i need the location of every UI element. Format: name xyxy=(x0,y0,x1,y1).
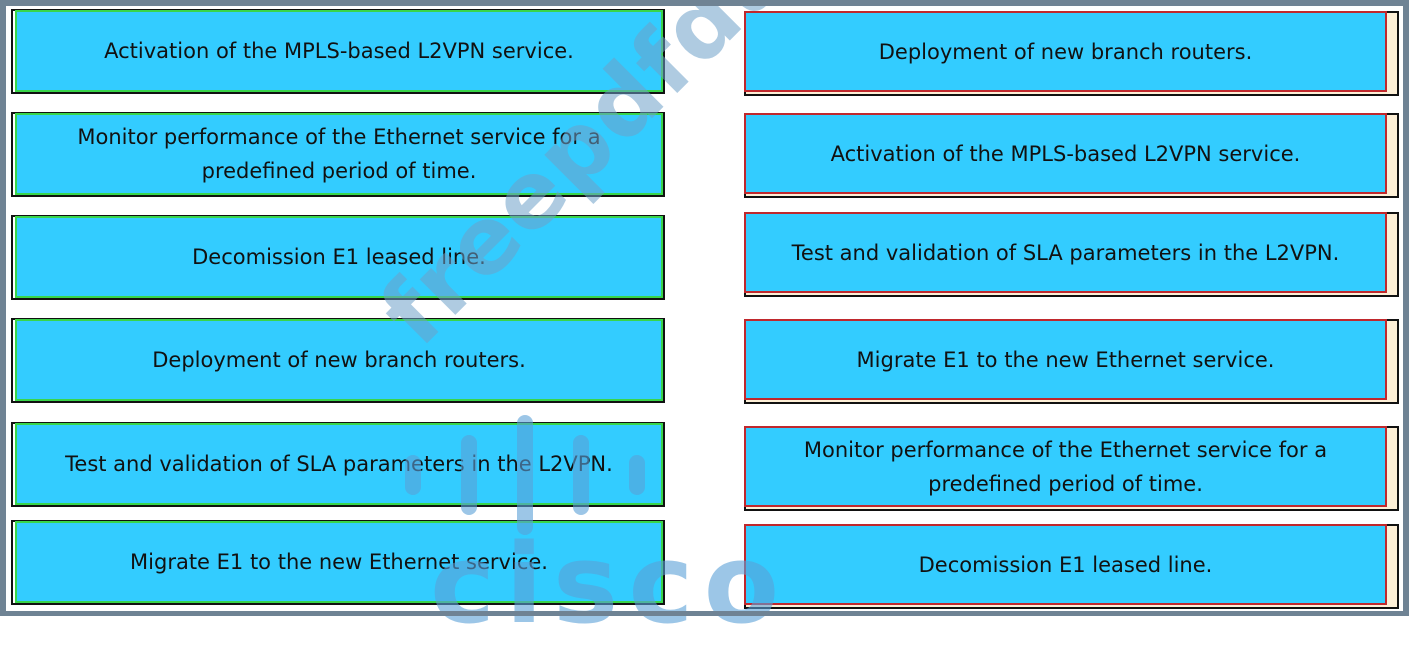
source-item[interactable]: Migrate E1 to the new Ethernet service. xyxy=(15,521,663,603)
target-item[interactable]: Migrate E1 to the new Ethernet service. xyxy=(744,319,1387,400)
target-item[interactable]: Activation of the MPLS-based L2VPN servi… xyxy=(744,113,1387,194)
source-slot[interactable]: Monitor performance of the Ethernet serv… xyxy=(11,112,665,197)
source-slot[interactable]: Migrate E1 to the new Ethernet service. xyxy=(11,520,665,605)
target-item[interactable]: Deployment of new branch routers. xyxy=(744,11,1387,92)
target-item[interactable]: Decomission E1 leased line. xyxy=(744,524,1387,605)
source-slot[interactable]: Activation of the MPLS-based L2VPN servi… xyxy=(11,9,665,94)
target-item[interactable]: Test and validation of SLA parameters in… xyxy=(744,212,1387,293)
source-slot[interactable]: Deployment of new branch routers. xyxy=(11,318,665,403)
source-item[interactable]: Decomission E1 leased line. xyxy=(15,216,663,298)
target-slot[interactable]: Deployment of new branch routers. xyxy=(744,11,1399,96)
source-item[interactable]: Test and validation of SLA parameters in… xyxy=(15,423,663,505)
source-item[interactable]: Activation of the MPLS-based L2VPN servi… xyxy=(15,10,663,92)
target-slot[interactable]: Activation of the MPLS-based L2VPN servi… xyxy=(744,113,1399,198)
target-slot[interactable]: Migrate E1 to the new Ethernet service. xyxy=(744,319,1399,404)
source-slot[interactable]: Test and validation of SLA parameters in… xyxy=(11,422,665,507)
source-item[interactable]: Deployment of new branch routers. xyxy=(15,319,663,401)
target-slot[interactable]: Monitor performance of the Ethernet serv… xyxy=(744,426,1399,511)
source-slot[interactable]: Decomission E1 leased line. xyxy=(11,215,665,300)
target-item[interactable]: Monitor performance of the Ethernet serv… xyxy=(744,426,1387,507)
source-item[interactable]: Monitor performance of the Ethernet serv… xyxy=(15,113,663,195)
target-slot[interactable]: Test and validation of SLA parameters in… xyxy=(744,212,1399,297)
target-slot[interactable]: Decomission E1 leased line. xyxy=(744,524,1399,609)
